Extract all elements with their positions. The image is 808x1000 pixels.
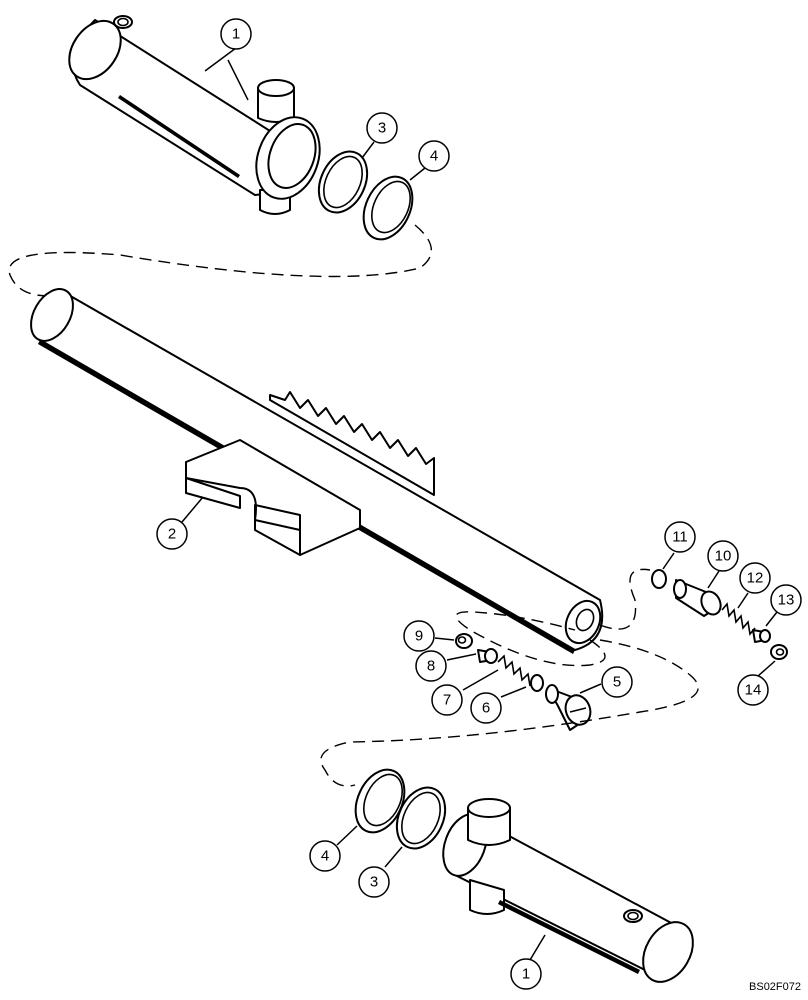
callout-1-top: 1 <box>220 18 252 50</box>
callout-11: 11 <box>664 521 696 553</box>
part-12-spring <box>721 602 756 636</box>
callout-9: 9 <box>403 620 435 652</box>
callout-6-label: 6 <box>482 700 490 717</box>
callout-1-top-label: 1 <box>232 26 240 43</box>
leader-lines <box>181 47 778 961</box>
top-cylinder-body <box>68 15 321 215</box>
callout-4-top: 4 <box>418 140 450 172</box>
callout-8-label: 8 <box>427 658 435 675</box>
callout-1-bottom: 1 <box>510 958 542 990</box>
callout-3-top-label: 3 <box>378 120 386 137</box>
callout-13: 13 <box>770 584 802 616</box>
callout-2-label: 2 <box>168 526 176 543</box>
top-o-ring <box>317 150 369 214</box>
callout-10-label: 10 <box>715 548 732 565</box>
callout-8: 8 <box>415 650 447 682</box>
callout-7-label: 7 <box>443 692 451 709</box>
bottom-cylinder-body <box>442 798 694 983</box>
part-14-plug <box>770 644 788 660</box>
assembly-path-top <box>8 224 432 297</box>
callout-1-bottom-label: 1 <box>522 966 530 983</box>
part-13-poppet <box>752 629 771 643</box>
part-11-o-ring <box>651 569 667 589</box>
callout-12-label: 12 <box>747 570 764 587</box>
callout-3-bottom-label: 3 <box>370 874 378 891</box>
callout-14-label: 14 <box>745 682 762 699</box>
callout-4-bottom: 4 <box>309 840 341 872</box>
assembly-path-bottom <box>320 639 699 787</box>
callout-10: 10 <box>707 540 739 572</box>
callout-5-label: 5 <box>613 674 621 691</box>
callout-13-label: 13 <box>778 592 795 609</box>
callout-2: 2 <box>156 518 188 550</box>
callout-14: 14 <box>737 674 769 706</box>
callout-11-label: 11 <box>672 529 688 546</box>
part-5-relief-valve <box>545 684 592 731</box>
figure-code: BS02F072 <box>749 981 801 993</box>
callout-7: 7 <box>431 684 463 716</box>
part-9-plug <box>455 633 473 649</box>
callout-6: 6 <box>470 692 502 724</box>
bottom-o-ring <box>395 786 447 850</box>
part-8-poppet <box>477 648 498 664</box>
callout-5: 5 <box>601 666 633 698</box>
rack-piston <box>30 288 604 654</box>
callout-12: 12 <box>739 562 771 594</box>
callout-9-label: 9 <box>415 628 423 645</box>
part-10-valve-body <box>673 579 722 617</box>
callout-4-top-label: 4 <box>430 148 438 165</box>
callout-3-top: 3 <box>366 112 398 144</box>
part-6-o-ring <box>530 674 544 692</box>
assembly-path-right <box>599 568 651 630</box>
callout-3-bottom: 3 <box>358 866 390 898</box>
part-7-spring <box>497 654 531 687</box>
callout-4-bottom-label: 4 <box>321 848 329 865</box>
